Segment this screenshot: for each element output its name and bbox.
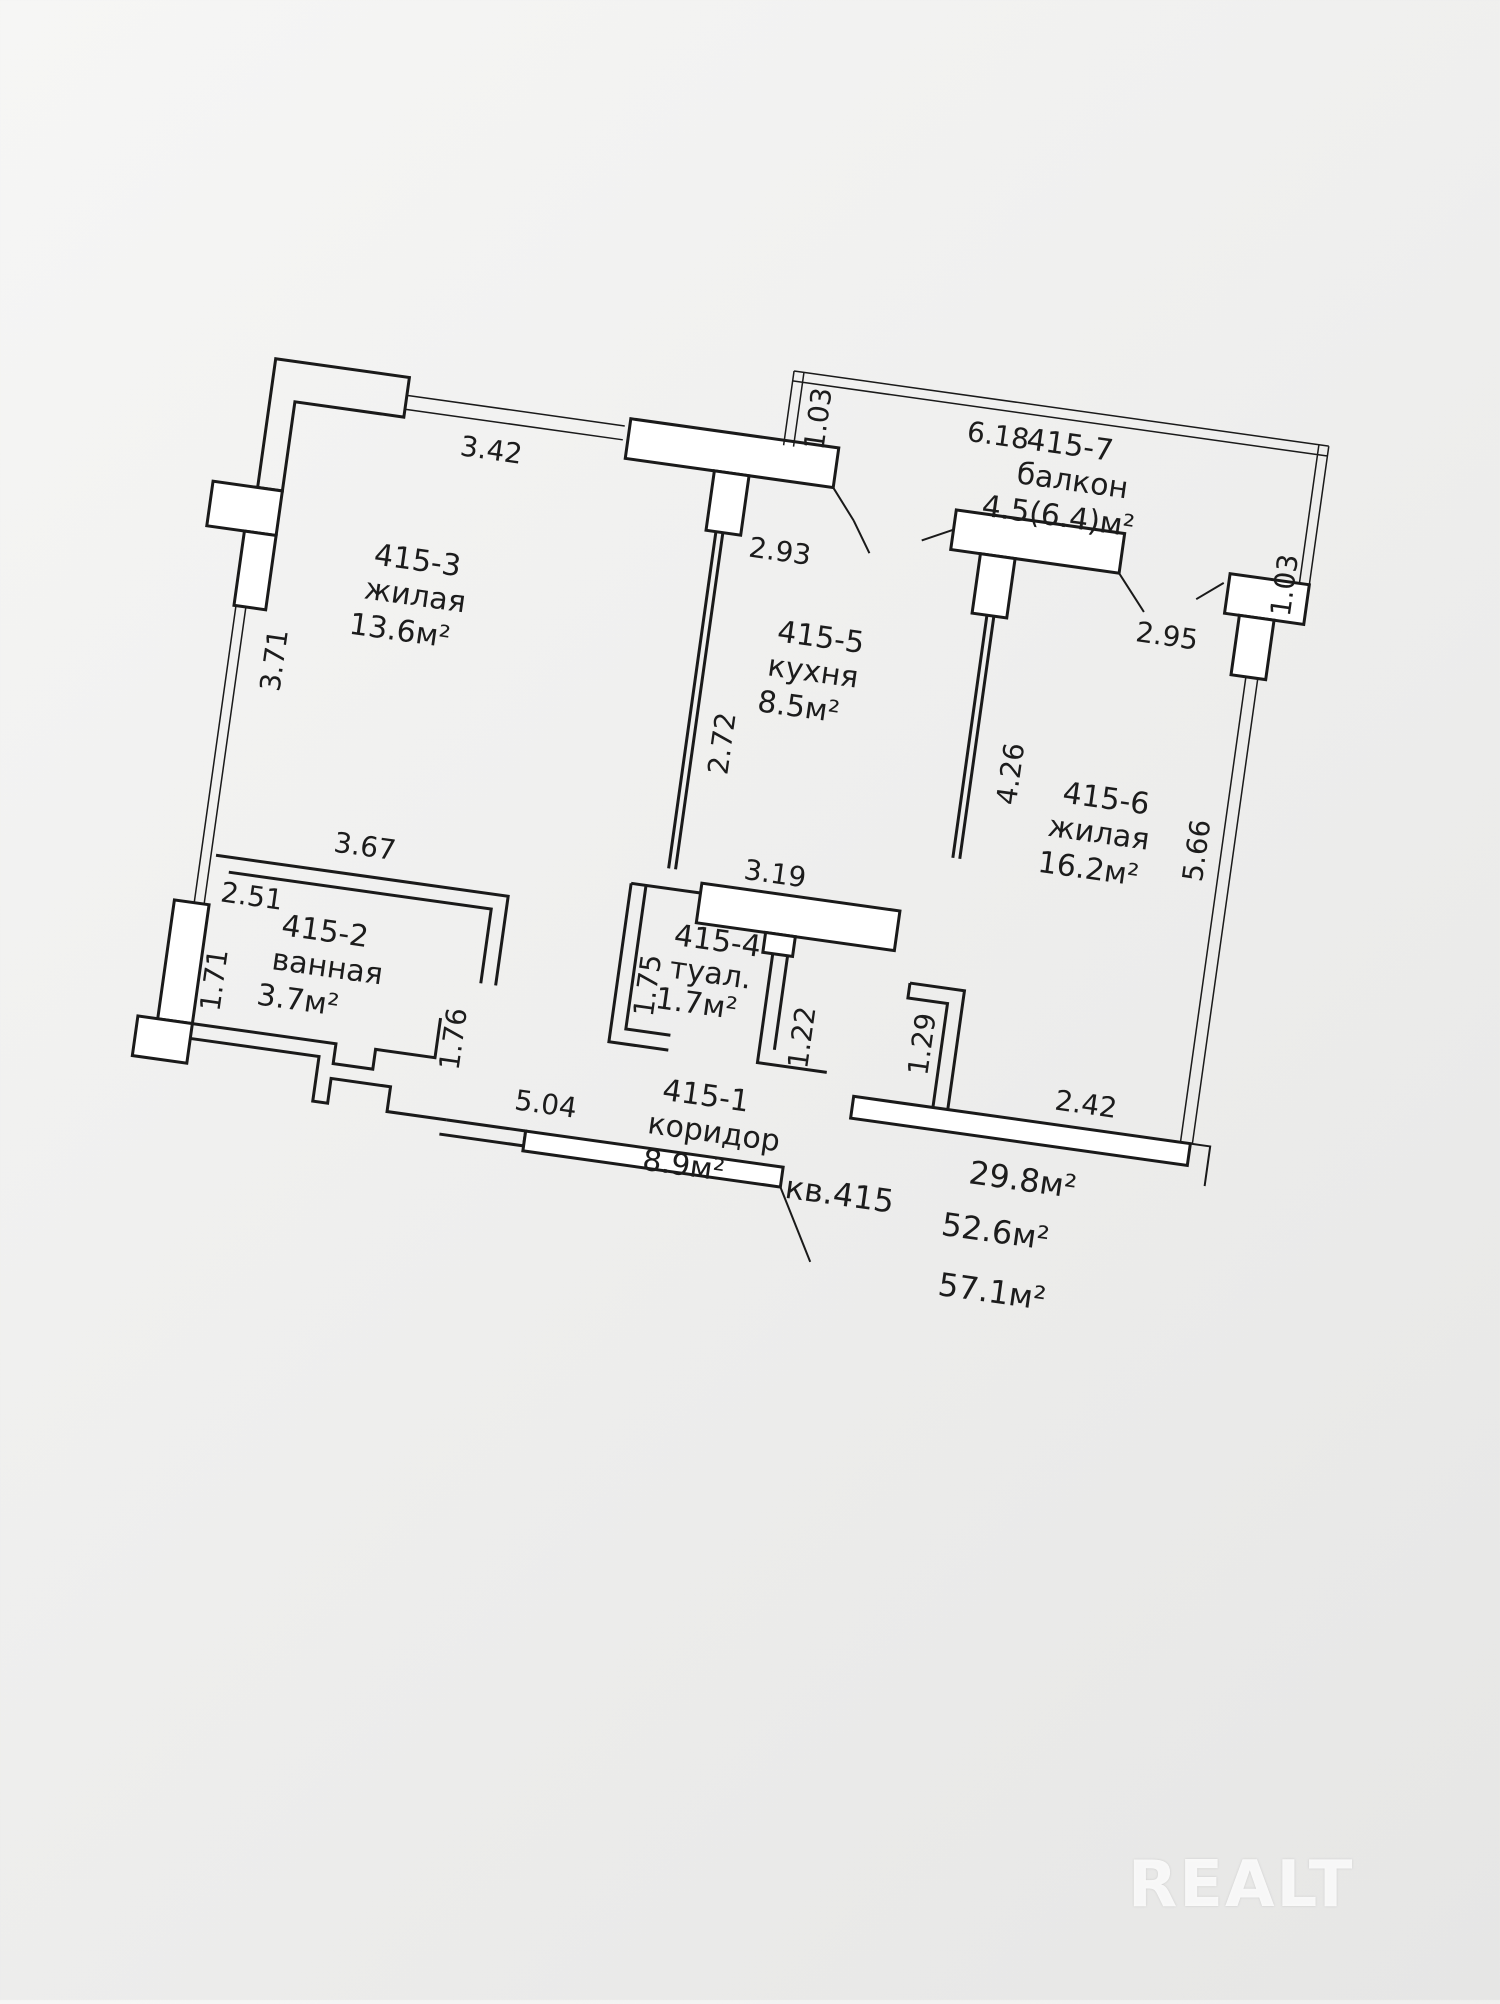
dim-5-04: 5.04	[513, 1083, 579, 1124]
wall-left-upper	[205, 479, 285, 538]
wall-right-bottom	[848, 1094, 1193, 1168]
column-right	[1229, 613, 1276, 682]
dim-2-93: 2.93	[747, 531, 813, 572]
partition-living-kitchen	[667, 531, 725, 870]
dim-3-19: 3.19	[742, 853, 808, 894]
wall-bath-bottom-outer	[190, 1036, 447, 1122]
door-balcony-swings	[921, 528, 1145, 613]
toilet-door-jamb	[761, 930, 798, 959]
dim-1-29: 1.29	[901, 1011, 942, 1077]
dim-3-71: 3.71	[254, 627, 295, 693]
living-total-area: 29.8м²	[967, 1153, 1079, 1206]
window-top-left	[404, 394, 625, 441]
door-right-balcony	[1195, 581, 1225, 601]
window-left	[193, 605, 247, 905]
wall-entrance-left	[439, 1118, 528, 1148]
dim-2-42: 2.42	[1053, 1084, 1119, 1125]
corner-bottom-left	[130, 1014, 195, 1065]
dim-5-66: 5.66	[1176, 817, 1217, 883]
wall-entrance	[521, 1129, 785, 1189]
dim-2-95: 2.95	[1134, 615, 1200, 656]
entrance-leader-line	[779, 1186, 812, 1263]
dim-3-42: 3.42	[458, 429, 524, 470]
total-area: 52.6м²	[939, 1205, 1051, 1258]
column-kitchen	[704, 469, 751, 537]
dim-2-51: 2.51	[219, 875, 285, 916]
partition-kitchen-living-right	[951, 614, 996, 860]
wall-bath-top	[215, 853, 510, 986]
realt-watermark: REALT	[1128, 1848, 1355, 1922]
dim-1-22: 1.22	[781, 1004, 822, 1070]
window-right	[1179, 676, 1259, 1145]
dim-1-03-left: 1.03	[797, 385, 838, 451]
dim-6-18: 6.18	[965, 415, 1031, 456]
dim-4-26: 4.26	[990, 741, 1031, 807]
balcony-railing	[782, 370, 1330, 595]
apartment-number: кв.415	[783, 1168, 897, 1221]
dim-3-67: 3.67	[332, 826, 398, 867]
dim-1-76: 1.76	[433, 1006, 474, 1072]
corner-bottom-right	[1190, 1142, 1212, 1187]
dim-2-72: 2.72	[701, 710, 742, 776]
total-area-with-balcony: 57.1м²	[936, 1265, 1048, 1318]
column-kitchen-right	[970, 552, 1017, 620]
wall-right-niche	[906, 981, 967, 1110]
column-left	[232, 529, 278, 612]
door-kitchen-balcony	[832, 487, 871, 554]
wall-top-left	[255, 357, 412, 493]
plan-drawing: 415-3 жилая 13.6м² 415-5 кухня 8.5м² 415…	[130, 357, 1330, 1318]
wall-bath-bottom	[192, 1017, 443, 1071]
wall-toilet	[607, 881, 701, 1052]
